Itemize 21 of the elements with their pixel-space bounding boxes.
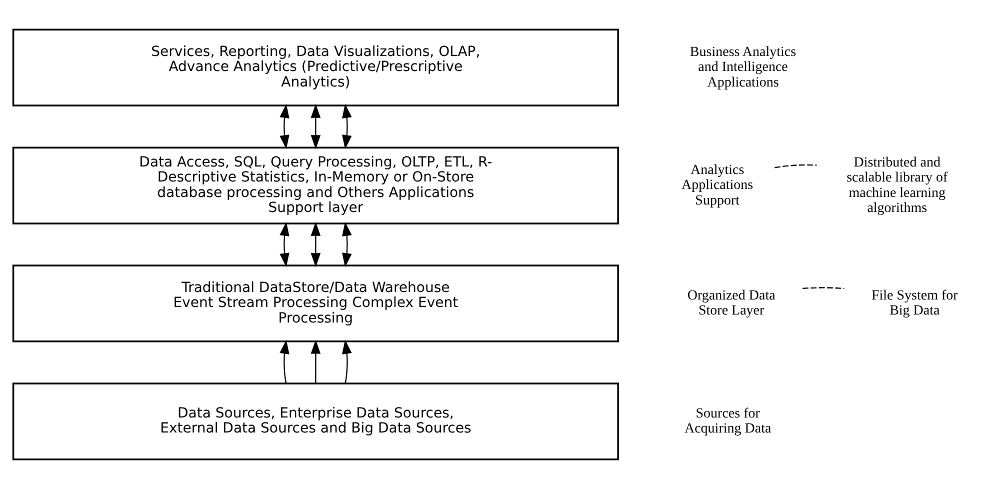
- arrow: [280, 221, 290, 267]
- connector: [802, 286, 844, 289]
- node-text: File System for Big Data: [871, 288, 958, 318]
- node-box: Services, Reporting, Data Visualizations, OLAP, Advance Analytics (Predictive/Prescriptive Analytics): [12, 28, 619, 106]
- node-text: Sources for Acquiring Data: [684, 406, 772, 436]
- arrow: [342, 103, 352, 149]
- node-text: Distributed and scalable library of machine learning algorithms: [846, 154, 948, 216]
- arrow: [280, 103, 290, 149]
- arrow: [280, 339, 290, 383]
- arrow: [342, 339, 352, 383]
- node-text: Organized Data Store Layer: [687, 288, 776, 318]
- arrow: [310, 339, 321, 383]
- arrow: [342, 221, 352, 267]
- node-box: Data Sources, Enterprise Data Sources, External Data Sources and Big Data Sources: [12, 382, 619, 460]
- node-text: Business Analytics and Intelligence Applications: [690, 44, 796, 90]
- node-box: Traditional DataStore/Data Warehouse Event Stream Processing Complex Event Processing: [12, 264, 619, 342]
- connector: [774, 164, 817, 168]
- node-text: Analytics Applications Support: [682, 162, 754, 208]
- arrow: [310, 103, 321, 149]
- arrow: [310, 221, 321, 267]
- node-box: Data Access, SQL, Query Processing, OLTP, ETL, R- Descriptive Statistics, In-Memory or On-Store database processing and Others Applications Support layer: [12, 146, 619, 224]
